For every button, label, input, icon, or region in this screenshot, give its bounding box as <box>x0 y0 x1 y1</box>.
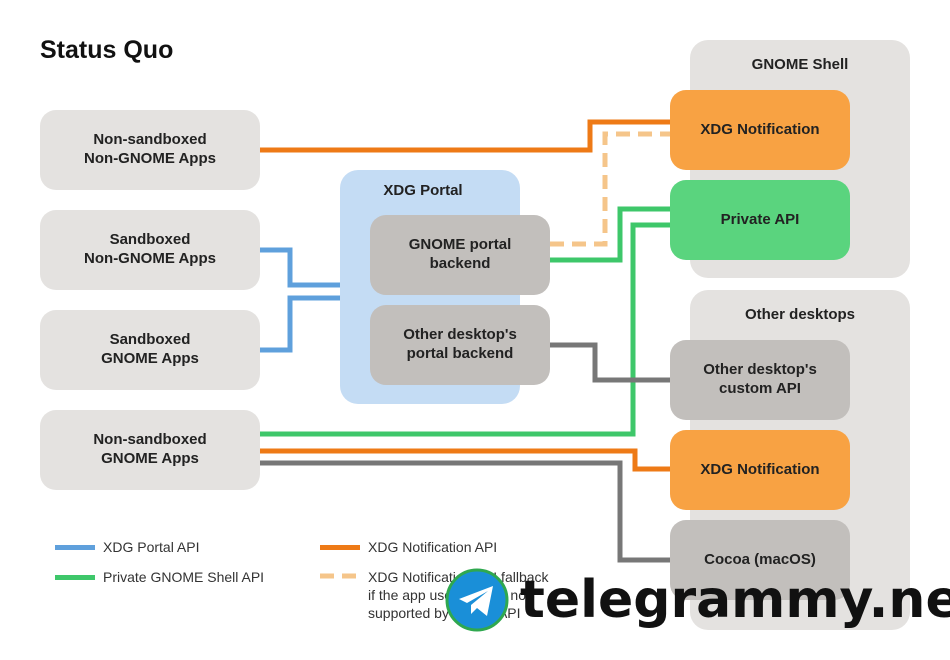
app-non-sandboxed-gnome: Non-sandboxed GNOME Apps <box>40 410 260 490</box>
app-non-sandboxed-non-gnome: Non-sandboxed Non-GNOME Apps <box>40 110 260 190</box>
line-portal-sandboxed-gnome <box>260 295 340 353</box>
gnome-shell-xdg-notification: XDG Notification <box>670 90 850 170</box>
line-other-backend <box>550 342 670 383</box>
gnome-shell-private-api: Private API <box>670 180 850 260</box>
diagram-title: Status Quo <box>40 36 174 64</box>
telegram-logo-icon <box>445 568 509 632</box>
xdg-portal-title: XDG Portal <box>383 182 463 199</box>
gnome-shell-title: GNOME Shell <box>751 56 849 73</box>
line-private-backend <box>550 206 670 263</box>
line-notif-non-sandboxed-gnome <box>260 448 670 472</box>
legend-portal-swatch <box>55 545 95 550</box>
app-sandboxed-gnome: Sandboxed GNOME Apps <box>40 310 260 390</box>
line-portal-sandboxed-non-gnome <box>260 247 340 288</box>
gnome-portal-backend: GNOME portal backend <box>370 215 550 295</box>
line-fallback <box>550 131 670 247</box>
other-portal-backend: Other desktop's portal backend <box>370 305 550 385</box>
other-desktop-xdg-notification: XDG Notification <box>670 430 850 510</box>
watermark-text: telegrammy.net <box>520 570 950 630</box>
legend-portal-label: XDG Portal API <box>103 539 200 555</box>
line-private-non-sandboxed-gnome <box>260 222 670 437</box>
other-desktop-custom-api: Other desktop's custom API <box>670 340 850 420</box>
legend-fallback-swatch <box>320 573 360 579</box>
cocoa-macos: Cocoa (macOS) <box>670 520 850 600</box>
app-sandboxed-non-gnome: Sandboxed Non-GNOME Apps <box>40 210 260 290</box>
legend-private-label: Private GNOME Shell API <box>103 569 265 585</box>
legend-notification-label: XDG Notification API <box>368 539 498 555</box>
other-desktops-title: Other desktops <box>744 306 856 323</box>
line-notif-non-sandboxed-non-gnome <box>260 119 670 153</box>
line-cocoa <box>260 460 670 563</box>
legend-private-swatch <box>55 575 95 580</box>
legend-notification-swatch <box>320 545 360 550</box>
